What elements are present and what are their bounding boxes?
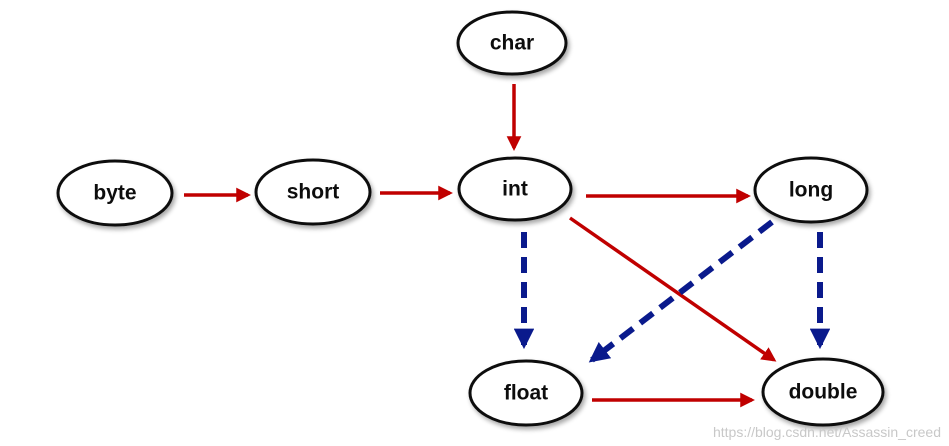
edge-int-to-double: [569, 216, 777, 362]
node-float: float: [468, 359, 584, 427]
node-short-label: short: [287, 181, 340, 204]
node-char-label: char: [490, 32, 534, 55]
node-int-label: int: [502, 178, 528, 201]
node-byte-ellipse: [56, 159, 174, 227]
node-long-label: long: [789, 179, 833, 202]
node-byte: byte: [56, 159, 174, 227]
node-char: char: [456, 10, 568, 76]
edge-long-to-float: [588, 219, 774, 363]
node-long-ellipse: [753, 156, 869, 224]
node-int-ellipse: [457, 156, 573, 222]
watermark-text: https://blog.csdn.net/Assassin_creed: [712, 424, 941, 440]
node-short-ellipse: [254, 158, 372, 226]
node-float-ellipse: [468, 359, 584, 427]
node-double-ellipse: [761, 357, 885, 427]
node-short: short: [254, 158, 372, 226]
node-double: double: [761, 357, 885, 427]
node-byte-label: byte: [93, 182, 136, 205]
node-float-label: float: [504, 382, 548, 405]
node-char-ellipse: [456, 10, 568, 76]
node-long: long: [753, 156, 869, 224]
node-double-label: double: [789, 381, 858, 404]
node-int: int: [457, 156, 573, 222]
